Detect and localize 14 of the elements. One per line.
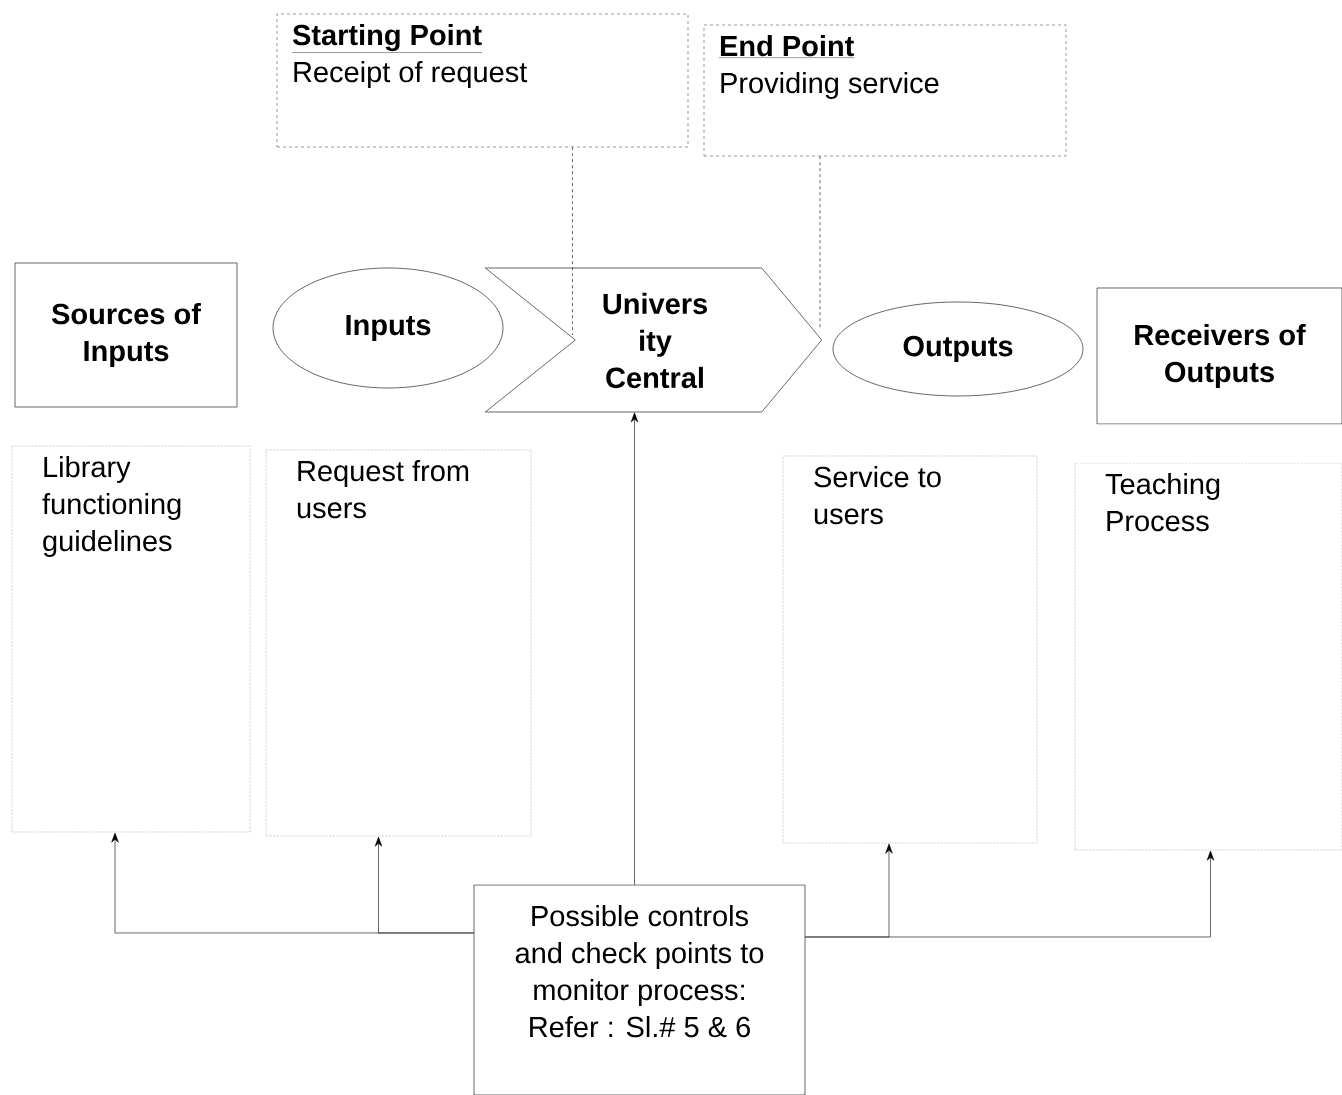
process-box: Receivers of Outputs: [1096, 287, 1342, 425]
edge-label: Univers ity Central: [595, 291, 715, 390]
detail-box: Teaching Process: [1074, 462, 1342, 851]
note-box: Starting Point Receipt of request: [276, 13, 689, 148]
detail-box: Service to users: [782, 455, 1038, 844]
process-box: Sources of Inputs: [14, 262, 238, 408]
arrow: [805, 850, 1215, 938]
control-box: Possible controls and check points to monitor process: Refer : Sl.# 5 & 6: [473, 884, 806, 1095]
detail-box: Library functioning guidelines: [11, 445, 251, 833]
leader-line: [572, 146, 573, 336]
detail-box: Request from users: [265, 449, 532, 837]
arrow: [630, 412, 639, 885]
note-box: End Point Providing service: [703, 24, 1067, 157]
arrow: [374, 836, 474, 934]
